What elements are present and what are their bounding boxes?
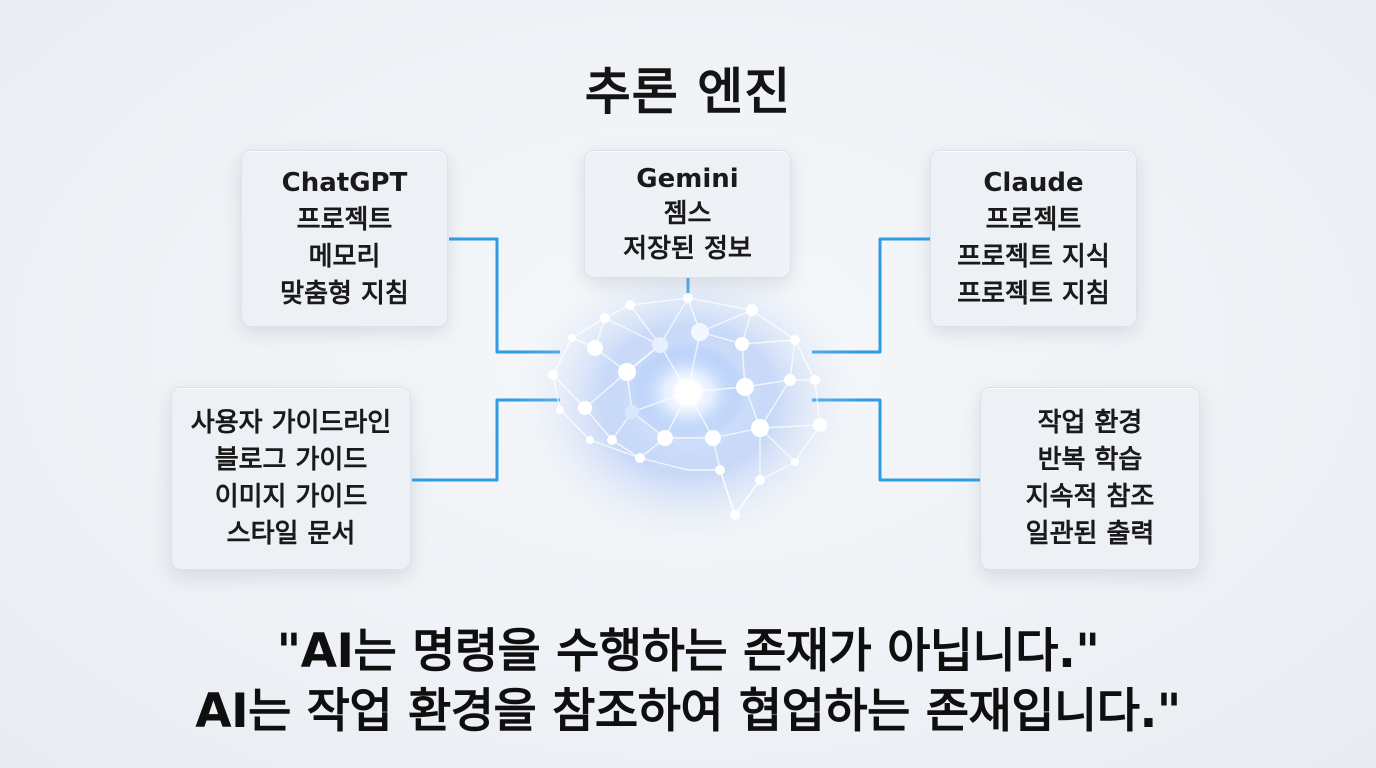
card-chatgpt-line: 맞춤형 지침 [280,278,409,309]
card-chatgpt-line: 프로젝트 [296,204,393,235]
brain-network-icon [513,250,863,550]
quote-line-2: AI는 작업 환경을 참조하여 협업하는 존재입니다." [195,684,1181,739]
card-claude-line: 프로젝트 지침 [957,278,1110,309]
card-claude-line: 프로젝트 [985,204,1082,235]
card-gemini: Gemini 젬스 저장된 정보 [584,150,791,278]
page-title: 추론 엔진 [584,63,792,121]
brain-nodes [548,293,827,520]
card-claude-line: Claude [983,167,1084,198]
card-gemini-line: 젬스 [663,198,712,229]
card-guides-line: 스타일 문서 [226,518,356,549]
card-chatgpt-line: 메모리 [308,241,381,272]
card-work-line: 반복 학습 [1037,444,1143,475]
card-claude-line: 프로젝트 지식 [957,241,1110,272]
card-guides-line: 이미지 가이드 [214,481,368,512]
card-work-line: 일관된 출력 [1025,518,1155,549]
card-work-line: 지속적 참조 [1025,481,1155,512]
card-work-line: 작업 환경 [1037,407,1143,438]
card-guides-line: 블로그 가이드 [214,444,368,475]
card-chatgpt: ChatGPT 프로젝트 메모리 맞춤형 지침 [241,150,448,327]
quote-line-1: "AI는 명령을 수행하는 존재가 아닙니다." [276,624,1100,679]
card-user-guides: 사용자 가이드라인 블로그 가이드 이미지 가이드 스타일 문서 [171,387,411,570]
card-chatgpt-line: ChatGPT [281,167,408,198]
card-guides-line: 사용자 가이드라인 [190,407,392,438]
card-claude: Claude 프로젝트 프로젝트 지식 프로젝트 지침 [930,150,1137,327]
card-work-environment: 작업 환경 반복 학습 지속적 참조 일관된 출력 [980,387,1200,570]
card-gemini-line: Gemini [636,163,739,194]
card-gemini-line: 저장된 정보 [623,233,752,264]
